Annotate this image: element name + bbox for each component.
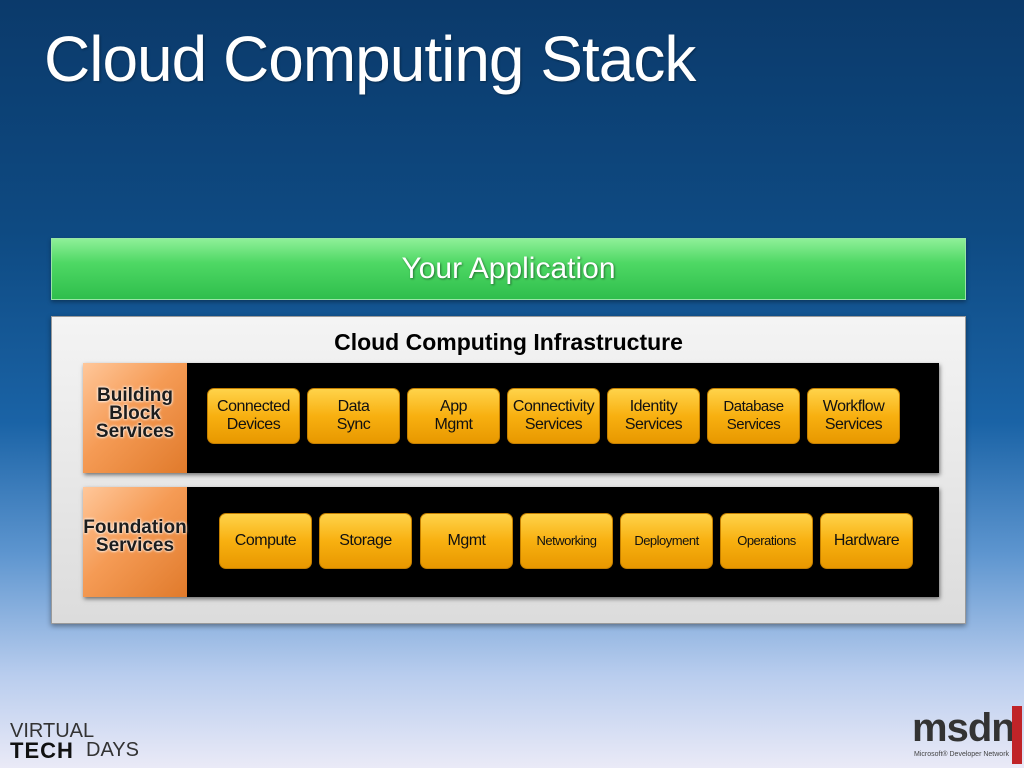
service-hardware: Hardware bbox=[820, 513, 913, 569]
service-identity-services: Identity Services bbox=[607, 388, 700, 444]
foundation-label-box: Foundation Services bbox=[83, 487, 187, 597]
service-workflow-services: Workflow Services bbox=[807, 388, 900, 444]
infrastructure-panel: Cloud Computing Infrastructure Building … bbox=[51, 316, 966, 624]
application-label: Your Application bbox=[401, 252, 616, 285]
foundation-layer: Foundation Services Compute Storage Mgmt… bbox=[83, 487, 939, 597]
building-block-layer: Building Block Services Connected Device… bbox=[83, 363, 939, 473]
service-database-services: Database Services bbox=[707, 388, 800, 444]
service-compute: Compute bbox=[219, 513, 312, 569]
slide-title: Cloud Computing Stack bbox=[44, 23, 696, 95]
service-storage: Storage bbox=[319, 513, 412, 569]
vtd-logo-line1: VIRTUAL bbox=[10, 720, 95, 742]
service-operations: Operations bbox=[720, 513, 813, 569]
service-networking: Networking bbox=[520, 513, 613, 569]
infrastructure-title: Cloud Computing Infrastructure bbox=[334, 329, 683, 355]
building-block-label-box: Building Block Services bbox=[83, 363, 187, 473]
application-layer: Your Application bbox=[51, 238, 966, 300]
service-connected-devices: Connected Devices bbox=[207, 388, 300, 444]
service-data-sync: Data Sync bbox=[307, 388, 400, 444]
service-deployment: Deployment bbox=[620, 513, 713, 569]
vtd-logo-line2: TECH bbox=[10, 738, 74, 763]
virtual-techdays-logo: VIRTUAL TECH DAYS bbox=[10, 718, 160, 763]
msdn-logo-bar bbox=[1012, 706, 1022, 764]
msdn-logo-subtitle: Microsoft® Developer Network bbox=[914, 751, 1010, 758]
vtd-logo-line3: DAYS bbox=[86, 739, 139, 761]
service-mgmt: Mgmt bbox=[420, 513, 513, 569]
msdn-logo-word: msdn bbox=[912, 706, 1016, 750]
service-app-mgmt: App Mgmt bbox=[407, 388, 500, 444]
msdn-logo: msdn Microsoft® Developer Network bbox=[912, 706, 1022, 764]
foundation-label: Foundation Services bbox=[83, 517, 187, 556]
building-block-label: Building Block Services bbox=[95, 385, 175, 442]
service-connectivity-services: Connectivity Services bbox=[507, 388, 600, 444]
